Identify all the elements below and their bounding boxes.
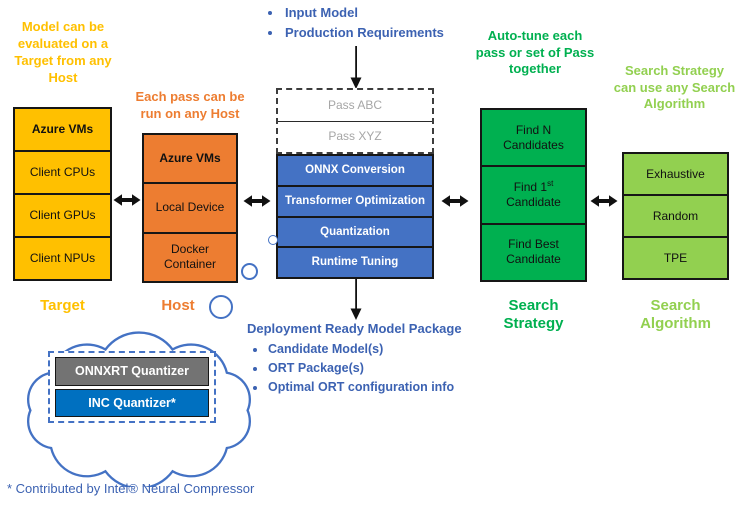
find-first-text: Find 1st Candidate (506, 178, 561, 209)
note-line: Model can be (21, 19, 105, 34)
find-best-candidate-box: Find Best Candidate (482, 222, 585, 280)
host-docker-container-box: Docker Container (144, 231, 236, 281)
transformer-optimization-box: Transformer Optimization (278, 184, 432, 216)
note-search-strategy: Search Strategy can use any Search Algor… (602, 63, 747, 113)
note-line: Each pass can be (135, 89, 245, 104)
list-item: Candidate Model(s) (267, 340, 479, 359)
list-item: Optimal ORT configuration info (267, 378, 479, 397)
input-requirements-list: Input Model Production Requirements (283, 3, 444, 42)
target-stack: Azure VMs Client CPUs Client GPUs Client… (13, 107, 112, 281)
host-stack: Azure VMs Local Device Docker Container (142, 133, 238, 283)
note-line: can use any Search (613, 79, 736, 95)
random-box: Random (624, 194, 727, 236)
target-label: Target (40, 297, 85, 314)
thought-bubble-circle (268, 235, 278, 245)
host-azure-vms-box: Azure VMs (144, 135, 236, 183)
note-line: Algorithm (643, 96, 706, 111)
double-arrow-icon (113, 194, 141, 206)
host-label: Host (161, 297, 195, 314)
inc-quantizer-box: INC Quantizer* (55, 388, 209, 417)
note-line: pass or set of Pass (475, 44, 595, 60)
search-algorithm-label: Search Algorithm (640, 297, 711, 332)
tpe-box: TPE (624, 236, 727, 278)
footnote: * Contributed by Intel® Neural Compresso… (7, 481, 255, 496)
note-target-evaluation: Model can be evaluated on a Target from … (2, 18, 124, 86)
host-local-device-box: Local Device (144, 182, 236, 232)
pass-stack: ONNX Conversion Transformer Optimization… (276, 154, 434, 279)
find-first-candidate-box: Find 1st Candidate (482, 165, 585, 223)
note-line: Search Strategy (625, 63, 724, 78)
note-line: run on any Host (140, 106, 240, 121)
note-line: evaluated on a (17, 36, 109, 51)
deployment-package-block: Deployment Ready Model Package Candidate… (247, 320, 479, 397)
pass-abc-box: Pass ABC (278, 90, 432, 121)
thought-bubble-circle (241, 263, 258, 280)
double-arrow-icon (243, 195, 271, 207)
find-n-candidates-box: Find N Candidates (482, 110, 585, 166)
note-line: Auto-tune each (487, 28, 583, 43)
exhaustive-box: Exhaustive (624, 154, 727, 194)
runtime-tuning-box: Runtime Tuning (278, 246, 432, 277)
note-autotune: Auto-tune each pass or set of Pass toget… (465, 28, 605, 78)
note-line: together (509, 61, 561, 76)
pass-xyz-box: Pass XYZ (278, 120, 432, 152)
down-arrow-icon (350, 279, 362, 320)
thought-bubble-circle (209, 295, 233, 319)
note-line: Host (48, 70, 78, 85)
quantization-box: Quantization (278, 215, 432, 247)
target-client-cpus-box: Client CPUs (15, 150, 110, 193)
list-item: Production Requirements (283, 23, 444, 43)
deployment-title: Deployment Ready Model Package (247, 321, 462, 336)
deployment-list: Candidate Model(s) ORT Package(s) Optima… (267, 340, 479, 397)
double-arrow-icon (441, 195, 469, 207)
down-arrow-icon (350, 46, 362, 89)
target-azure-vms-box: Azure VMs (15, 109, 110, 150)
list-item: ORT Package(s) (267, 359, 479, 378)
target-client-npus-box: Client NPUs (15, 236, 110, 279)
search-strategy-stack: Find N Candidates Find 1st Candidate Fin… (480, 108, 587, 282)
onnx-conversion-box: ONNX Conversion (278, 156, 432, 185)
list-item: Input Model (283, 3, 444, 23)
search-algorithm-stack: Exhaustive Random TPE (622, 152, 729, 280)
note-line: Target from any (14, 53, 112, 68)
double-arrow-icon (590, 195, 618, 207)
pass-placeholder-stack: Pass ABC Pass XYZ (276, 88, 434, 154)
target-client-gpus-box: Client GPUs (15, 193, 110, 236)
note-host-pass: Each pass can be run on any Host (122, 88, 258, 122)
quantizer-callout: ONNXRT Quantizer INC Quantizer* (48, 351, 216, 423)
onnxrt-quantizer-box: ONNXRT Quantizer (55, 357, 209, 386)
search-strategy-label: Search Strategy (503, 297, 564, 332)
